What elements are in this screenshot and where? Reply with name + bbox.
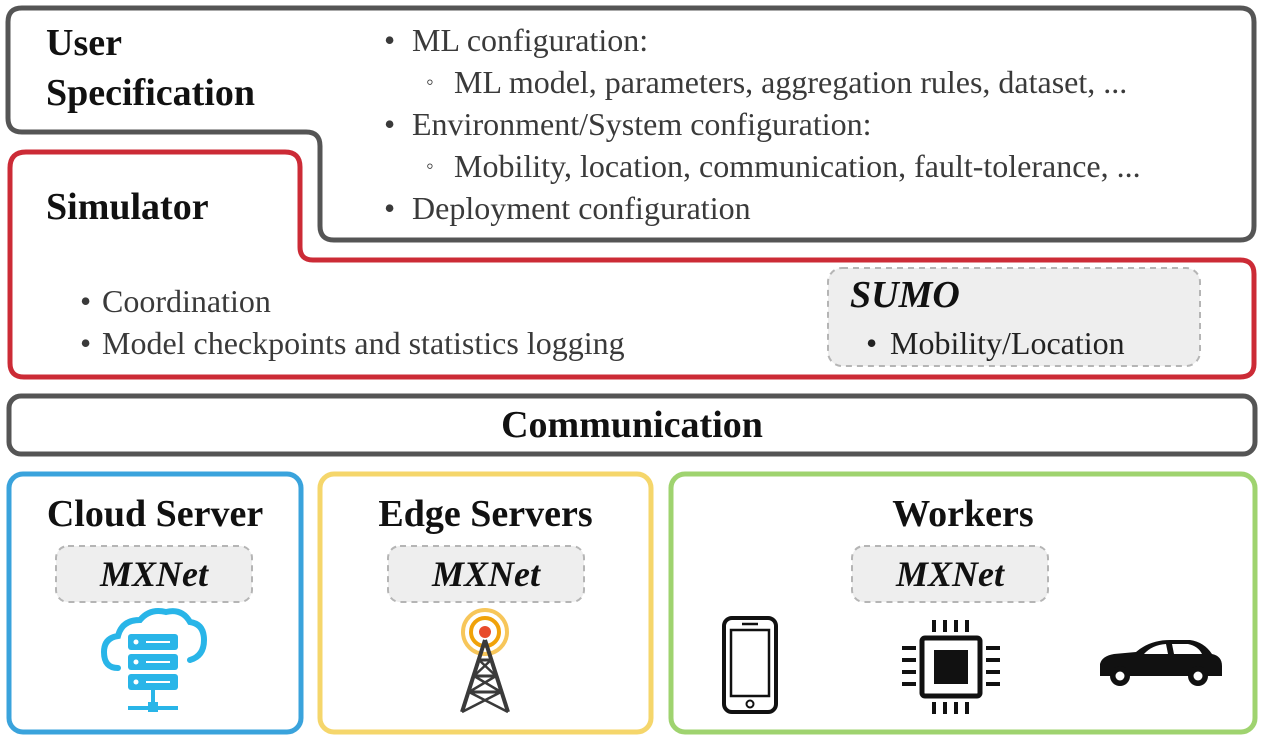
simulator-list: •Coordination •Model checkpoints and sta… [80,280,625,364]
user-spec-title-line2: Specification [46,72,255,114]
edge-servers-border [317,471,654,735]
workers-title: Workers [892,493,1034,535]
simulator-title: Simulator [46,186,209,228]
cloud-mxnet-box [55,545,253,603]
list-item: •Deployment configuration [384,190,751,226]
communication-border [6,393,1258,457]
list-item: •Coordination [80,283,271,319]
sumo-box [827,267,1201,367]
edge-servers-title: Edge Servers [378,493,593,535]
workers-mxnet-box [851,545,1049,603]
list-item: •Environment/System configuration: [384,106,872,142]
user-spec-title: User Specification [46,18,255,118]
user-spec-title-line1: User [46,22,122,64]
cloud-server-title: Cloud Server [46,493,264,535]
user-spec-list: •ML configuration: ◦ML model, parameters… [384,19,1141,229]
sumo-title: SUMO [850,274,960,316]
cloud-server-border [6,471,304,735]
sumo-item: •Mobility/Location [866,325,1125,361]
cloud-mxnet-label: MXNet [100,554,208,594]
edge-mxnet-box [387,545,585,603]
list-item: ◦Mobility, location, communication, faul… [426,148,1141,184]
workers-mxnet-label: MXNet [896,554,1004,594]
list-item: ◦ML model, parameters, aggregation rules… [426,64,1128,100]
communication-title: Communication [501,404,763,446]
list-item: •Model checkpoints and statistics loggin… [80,325,625,361]
edge-mxnet-label: MXNet [432,554,540,594]
user-spec-border [5,5,1257,243]
list-item: •ML configuration: [384,22,649,58]
